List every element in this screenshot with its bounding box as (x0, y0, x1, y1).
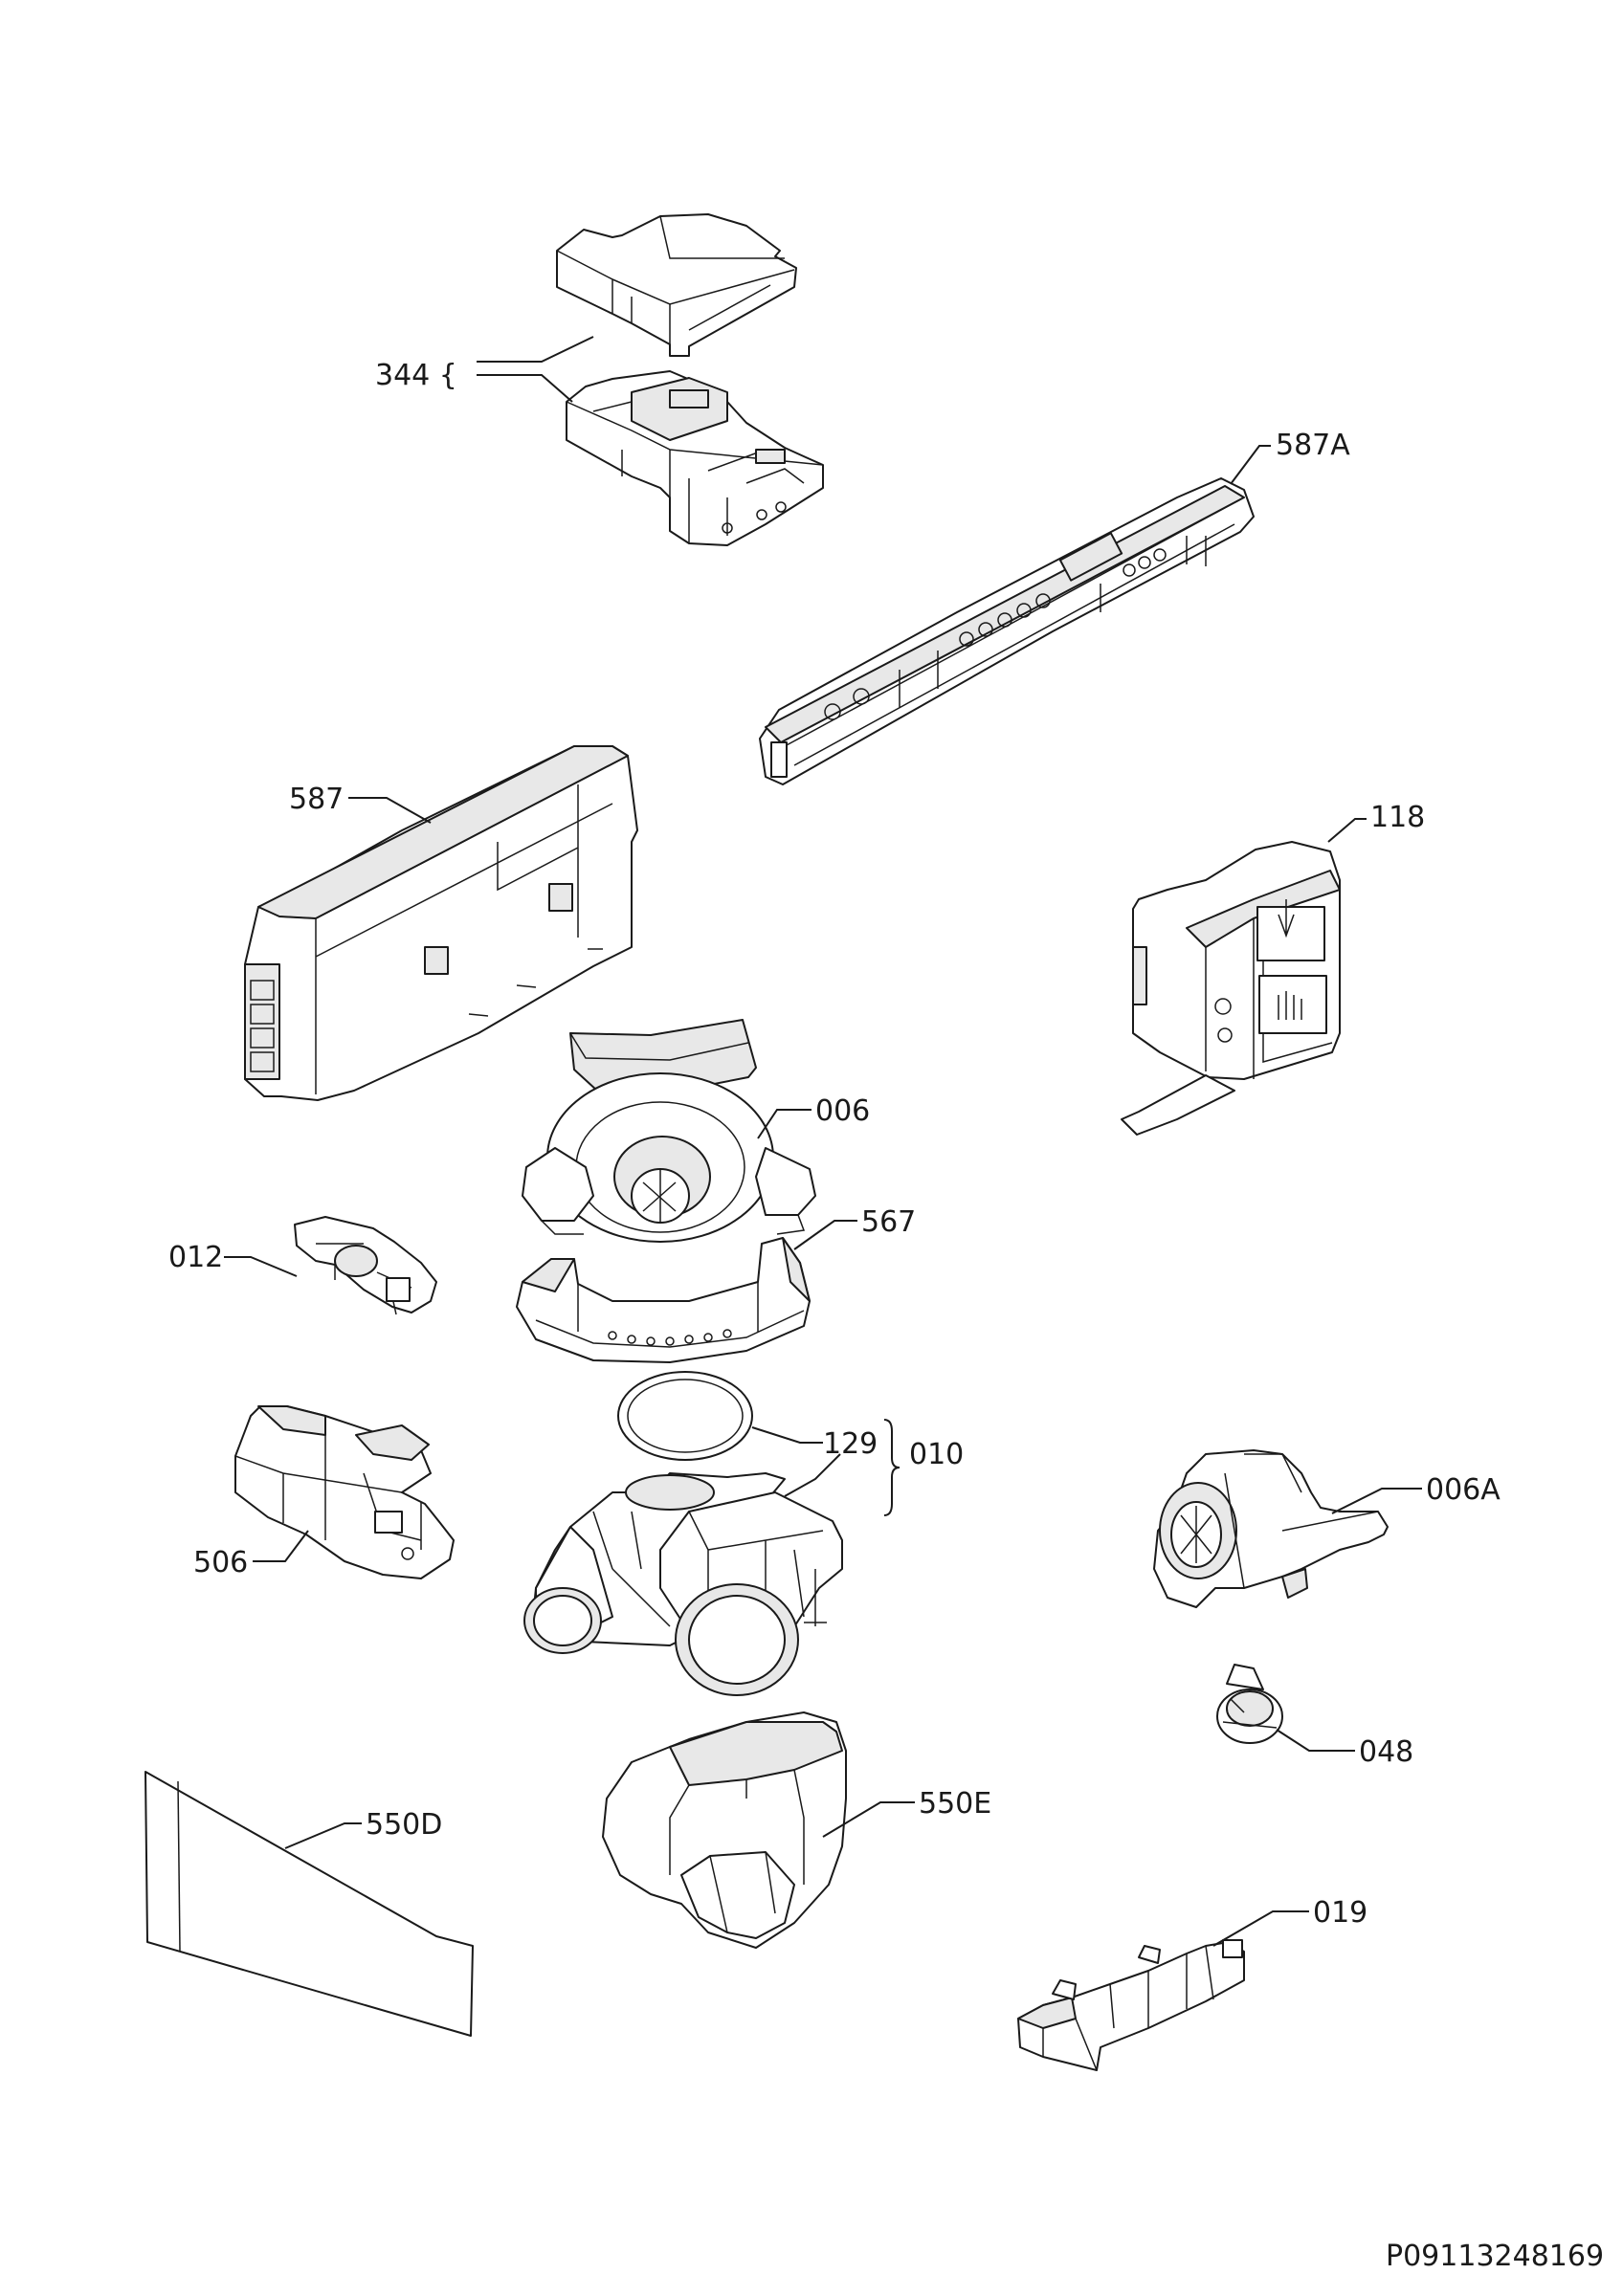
part-006A[interactable] (1153, 1449, 1389, 1608)
part-129[interactable] (617, 1371, 753, 1461)
part-550D[interactable] (145, 1771, 474, 2037)
part-048-label[interactable]: 048 (1359, 1735, 1413, 1769)
part-587-leader (348, 797, 432, 824)
part-012-label[interactable]: 012 (168, 1241, 223, 1274)
part-506[interactable] (234, 1405, 455, 1579)
part-006-label[interactable]: 006 (815, 1094, 870, 1128)
part-344-board[interactable] (566, 370, 824, 546)
part-550E-label[interactable]: 550E (919, 1787, 991, 1821)
part-550D-leader (284, 1822, 362, 1849)
part-012[interactable] (294, 1216, 437, 1315)
part-344-cover[interactable] (556, 213, 797, 357)
part-019-leader (1212, 1910, 1309, 1947)
part-010-brace (883, 1419, 900, 1516)
part-344-label[interactable]: 344 { (375, 359, 457, 392)
part-010-sump[interactable] (523, 1472, 843, 1696)
part-567-label[interactable]: 567 (861, 1205, 916, 1239)
part-506-label[interactable]: 506 (193, 1546, 248, 1579)
part-129-label[interactable]: 129 (823, 1427, 878, 1461)
part-019-label[interactable]: 019 (1313, 1896, 1367, 1930)
part-019[interactable] (1017, 1939, 1245, 2071)
part-118-label[interactable]: 118 (1370, 801, 1425, 834)
part-587-label[interactable]: 587 (289, 783, 344, 816)
part-010-label[interactable]: 010 (909, 1438, 964, 1471)
part-587A-label[interactable]: 587A (1276, 429, 1350, 462)
part-006A-leader (1331, 1488, 1422, 1514)
part-048[interactable] (1216, 1664, 1283, 1744)
part-012-leader (224, 1256, 298, 1277)
part-567-leader (793, 1220, 857, 1250)
part-550E-leader (822, 1801, 915, 1838)
part-587[interactable] (244, 745, 638, 1101)
part-129-leader (751, 1426, 823, 1444)
part-006A-label[interactable]: 006A (1426, 1473, 1501, 1507)
part-006[interactable] (522, 1019, 816, 1243)
part-567[interactable] (516, 1237, 811, 1363)
part-118-leader (1327, 818, 1367, 843)
part-506-leader (253, 1530, 309, 1562)
part-344-leader (477, 336, 594, 403)
part-006-leader (757, 1109, 812, 1139)
part-587A-leader (1230, 445, 1271, 485)
part-118[interactable] (1121, 841, 1341, 1136)
part-048-leader (1276, 1729, 1355, 1752)
part-550D-label[interactable]: 550D (366, 1808, 442, 1842)
part-010-leader (784, 1453, 841, 1497)
part-587A[interactable] (759, 477, 1255, 785)
document-number: P09113248169 (1386, 2240, 1604, 2273)
part-550E[interactable] (602, 1711, 847, 1949)
